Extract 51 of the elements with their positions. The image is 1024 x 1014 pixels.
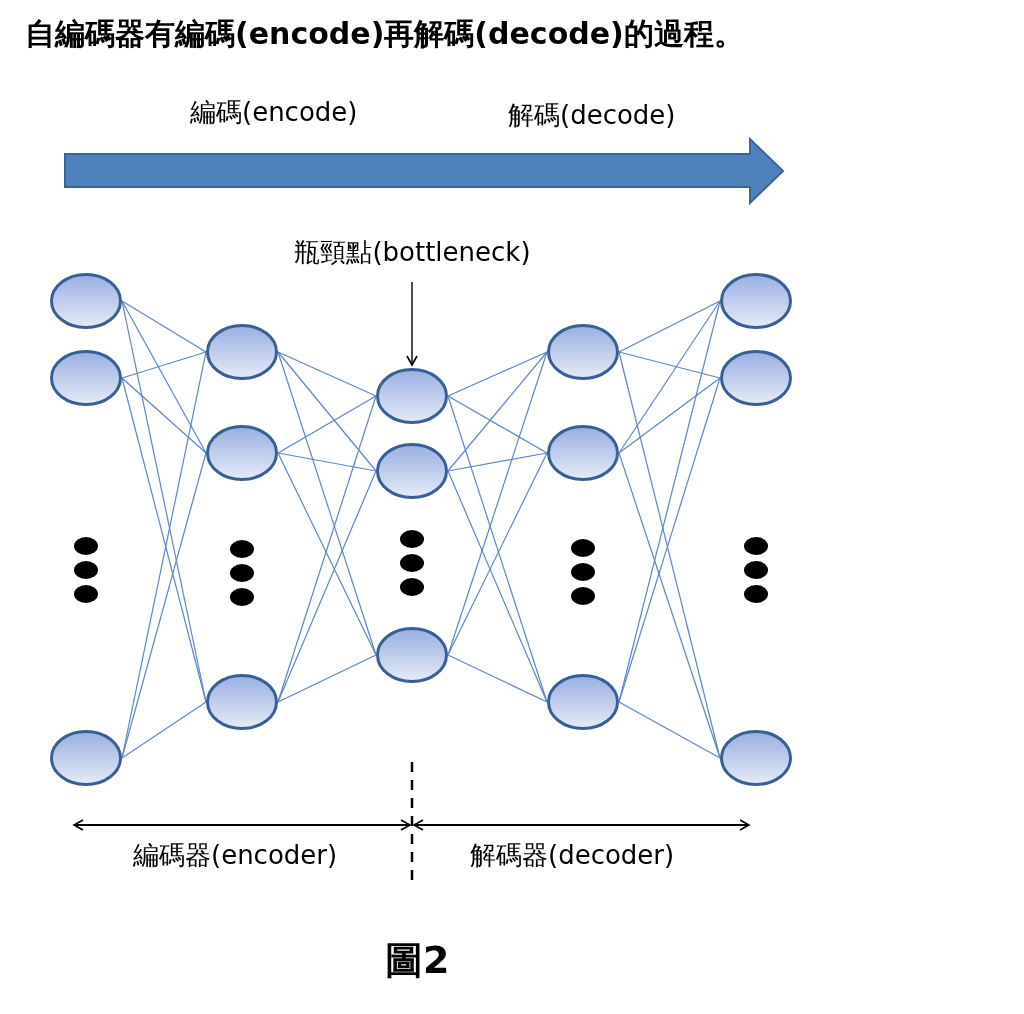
neuron-circle xyxy=(50,273,122,329)
connection-line xyxy=(447,452,548,472)
connection-line xyxy=(121,377,207,454)
connection-line xyxy=(121,300,207,454)
connection-line xyxy=(277,395,377,454)
connection-line xyxy=(447,452,548,656)
text-label: 編碼器(encoder) xyxy=(133,839,338,872)
neuron-circle xyxy=(50,730,122,786)
neuron-circle xyxy=(206,425,278,481)
title: 自編碼器有編碼(encode)再解碼(decode)的過程。 xyxy=(25,15,744,53)
neuron-circle xyxy=(547,324,619,380)
neuron-circle xyxy=(547,674,619,730)
text-label: 解碼器(decoder) xyxy=(470,839,675,872)
node-label: 瓶頸點(bottleneck) xyxy=(255,232,570,272)
connection-line xyxy=(447,351,548,397)
connection-line xyxy=(277,654,377,703)
connection-line xyxy=(618,377,721,454)
connection-line xyxy=(447,395,548,454)
connection-line xyxy=(277,452,377,656)
leader-line xyxy=(406,281,418,366)
neuron-circle xyxy=(206,674,278,730)
connection-line xyxy=(121,701,207,759)
neuron-circle xyxy=(376,368,448,424)
connection-line xyxy=(618,452,721,759)
connection-line xyxy=(447,351,548,472)
connection-line xyxy=(121,300,207,353)
connection-line xyxy=(447,654,548,703)
connection-line xyxy=(277,351,377,472)
text-label: 編碼(encode) xyxy=(190,96,358,129)
connection-line xyxy=(447,470,548,703)
connection-line xyxy=(618,300,721,353)
neuron-circle xyxy=(376,627,448,683)
connection-line xyxy=(618,300,721,454)
text-label: 解碼(decode) xyxy=(508,99,676,132)
connection-line xyxy=(277,452,377,472)
neuron-circle xyxy=(720,273,792,329)
neuron-circle xyxy=(547,425,619,481)
caption: 圖2 xyxy=(385,937,450,984)
connection-line xyxy=(618,351,721,379)
neuron-circle xyxy=(206,324,278,380)
connection-line xyxy=(618,377,721,703)
connection-line xyxy=(121,377,207,703)
neuron-circle xyxy=(720,350,792,406)
connection-line xyxy=(121,351,207,379)
neuron-circle xyxy=(50,350,122,406)
neuron-circle xyxy=(376,443,448,499)
connection-line xyxy=(277,470,377,703)
connection-line xyxy=(277,351,377,397)
connection-line xyxy=(618,701,721,759)
connection-line xyxy=(121,452,207,759)
neuron-circle xyxy=(720,730,792,786)
